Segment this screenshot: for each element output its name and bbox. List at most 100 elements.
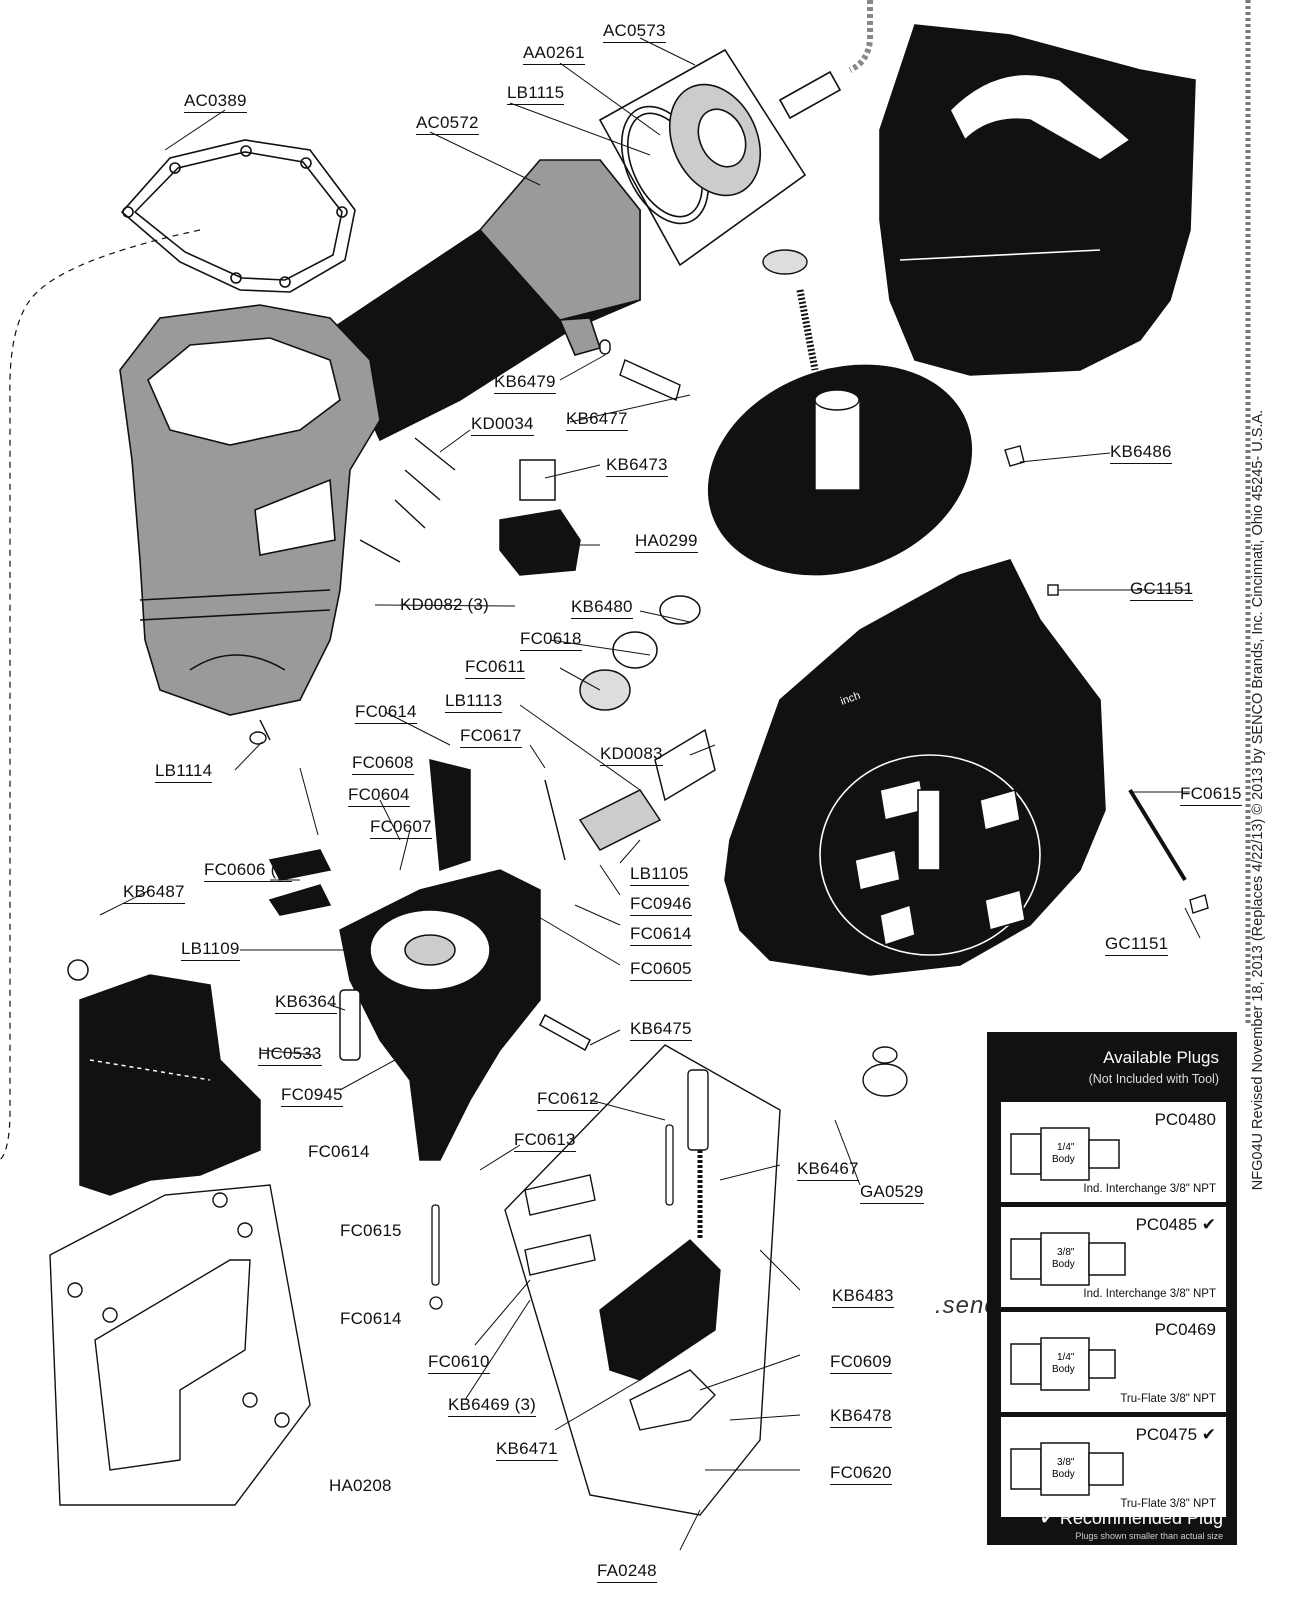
magazine-canister: inch [724,559,1106,976]
part-label-FC0614-d: FC0614 [340,1309,402,1328]
part-label-FC0612: FC0612 [537,1090,599,1111]
part-label-AA0261: AA0261 [523,44,585,65]
part-label-HA0208: HA0208 [329,1476,392,1495]
part-label-KD0034: KD0034 [471,415,534,436]
part-label-FC0609: FC0609 [830,1353,892,1374]
plug-desc: Ind. Interchange 3/8" NPT [1083,1183,1216,1195]
gasket-AC0389 [120,139,356,293]
revision-note: NFG04U Revised November 18, 2013 (Replac… [1250,409,1266,1191]
plug-icon: 3/8" Body [1010,1442,1124,1496]
housing [119,158,641,716]
plug-icon: 3/8" Body [1010,1232,1126,1286]
plug-body-size: 1/4" [1057,1142,1075,1153]
part-label-KD0082: KD0082 (3) [400,595,489,614]
part-label-LB1109: LB1109 [181,940,240,961]
plug-card: PC0480 1/4" Body Ind. Interchange 3/8" N… [1001,1102,1226,1202]
plug-code: PC0469 [1154,1320,1216,1339]
part-label-KD0083: KD0083 [600,745,663,766]
part-label-KB6479: KB6479 [494,373,556,394]
part-label-KB6478: KB6478 [830,1407,892,1428]
part-label-KB6487: KB6487 [123,883,185,904]
head-assembly [268,759,591,1161]
part-label-KB6364: KB6364 [275,993,337,1014]
part-label-KB6467: KB6467 [797,1160,859,1181]
part-label-FC0607: FC0607 [370,818,432,839]
magazine-cover [879,24,1196,376]
part-label-HC0533: HC0533 [258,1045,322,1066]
part-label-KB6486: KB6486 [1110,443,1172,464]
plug-code: PC0485 ✔ [1135,1215,1216,1234]
part-label-LB1105: LB1105 [630,865,689,886]
part-label-LB1115: LB1115 [507,84,565,105]
plug-code: PC0480 [1154,1110,1216,1129]
plug-body-word: Body [1052,1469,1075,1480]
part-label-AC0389: AC0389 [184,92,247,113]
part-label-FC0620: FC0620 [830,1464,892,1485]
spring-disk [707,249,973,576]
part-label-FC0614-c: FC0614 [308,1142,370,1161]
plug-card: PC0469 1/4" Body Tru-Flate 3/8" NPT [1001,1312,1226,1412]
end-cap-AC0573 [598,48,842,267]
part-label-LB1114: LB1114 [155,762,213,783]
plugs-footnote: Plugs shown smaller than actual size [1075,1531,1223,1541]
part-label-KB6477: KB6477 [566,410,628,431]
part-label-GC1151-a: GC1151 [1130,580,1194,601]
plug-code: PC0475 ✔ [1135,1425,1216,1444]
part-label-FC0608: FC0608 [352,754,414,775]
plugs-title: Available Plugs [1103,1048,1219,1067]
plug-desc: Tru-Flate 3/8" NPT [1120,1498,1216,1510]
valve-parts [499,459,716,861]
assembly-HA0208 [49,1184,311,1506]
leader-lines [99,37,1201,1551]
part-label-FC0614-a: FC0614 [355,703,417,724]
plug-body-size: 1/4" [1057,1352,1075,1363]
long-pins [429,1124,674,1310]
plug-icon: 1/4" Body [1010,1337,1116,1391]
part-label-KB6475: KB6475 [630,1020,692,1041]
plug-body-size: 3/8" [1057,1457,1075,1468]
guard-HC0533 [67,959,261,1196]
part-label-FC0610: FC0610 [428,1353,490,1374]
part-label-FC0615-b: FC0615 [1180,785,1242,806]
part-label-KB6473: KB6473 [606,456,668,477]
plugs-subtitle: (Not Included with Tool) [1088,1072,1219,1086]
available-plugs-panel: Available Plugs (Not Included with Tool)… [987,1032,1237,1545]
plug-body-word: Body [1052,1259,1075,1270]
recommended-plug-legend: ✔ Recommended Plug [1039,1508,1223,1528]
part-label-FC0615-a: FC0615 [340,1221,402,1240]
plug-desc: Ind. Interchange 3/8" NPT [1083,1288,1216,1300]
part-label-AC0573: AC0573 [603,22,666,43]
part-label-FC0605: FC0605 [630,960,692,981]
part-label-FC0614-b: FC0614 [630,925,692,946]
part-label-GA0529: GA0529 [860,1183,924,1204]
plug-body-word: Body [1052,1154,1075,1165]
part-label-HA0299: HA0299 [635,532,698,553]
part-label-FC0604: FC0604 [348,786,410,807]
plug-desc: Tru-Flate 3/8" NPT [1120,1393,1216,1405]
part-label-AC0572: AC0572 [416,114,479,135]
part-label-FC0613: FC0613 [514,1131,576,1152]
plug-card: PC0485 ✔ 3/8" Body Ind. Interchange 3/8"… [1001,1207,1226,1307]
plug-icon: 1/4" Body [1010,1127,1120,1181]
plug-body-word: Body [1052,1364,1075,1375]
small-parts [249,445,1209,1097]
part-label-KB6483: KB6483 [832,1287,894,1308]
part-label-KB6469: KB6469 (3) [448,1396,536,1417]
plug-card: PC0475 ✔ 3/8" Body Tru-Flate 3/8" NPT [1001,1417,1226,1517]
part-label-KB6480: KB6480 [571,598,633,619]
part-label-LB1113: LB1113 [445,692,503,713]
pins [359,339,681,563]
plug-body-size: 3/8" [1057,1247,1075,1258]
part-label-FC0946: FC0946 [630,895,692,916]
part-label-FC0606: FC0606 (2) [204,861,292,882]
assembly-FA0248 [504,1044,781,1516]
part-label-FA0248: FA0248 [597,1562,657,1583]
part-label-FC0617: FC0617 [460,727,522,748]
part-label-FC0618: FC0618 [520,630,582,651]
part-label-FC0945: FC0945 [281,1086,343,1107]
part-label-GC1151-b: GC1151 [1105,935,1169,956]
part-label-KB6471: KB6471 [496,1440,558,1461]
part-label-FC0611: FC0611 [465,658,526,679]
